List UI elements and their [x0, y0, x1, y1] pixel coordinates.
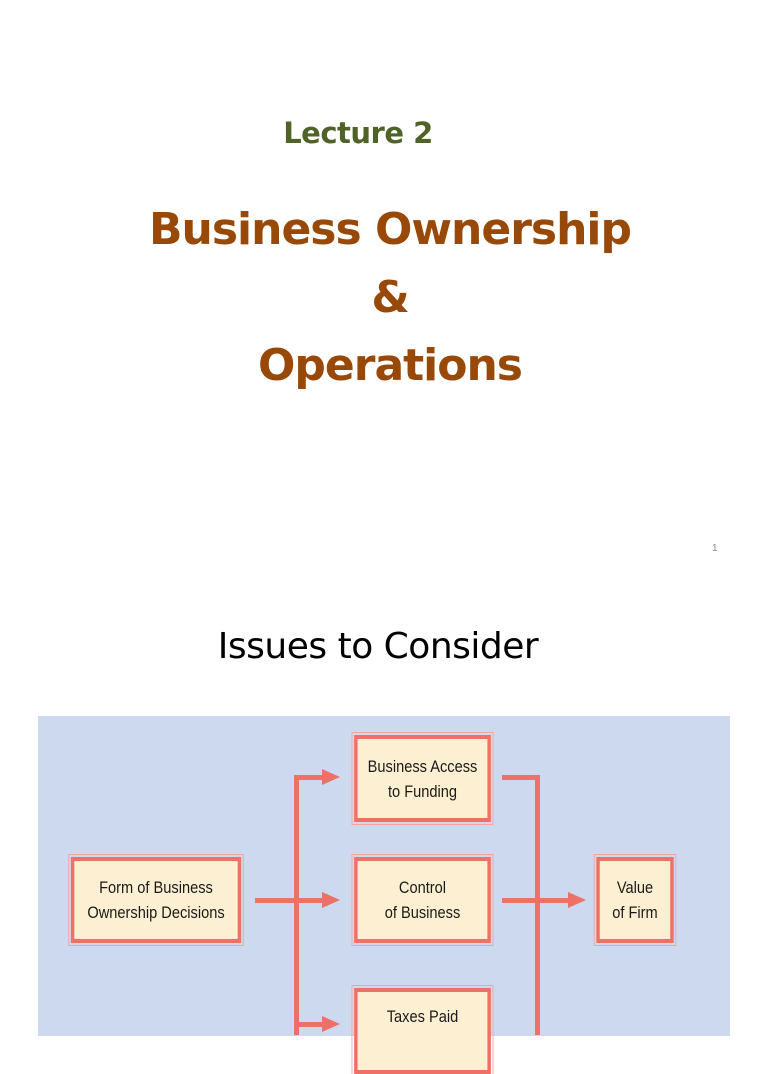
title-slide: Lecture 2 Business Ownership & Operation…	[0, 116, 768, 554]
box-access-to-funding: Business Access to Funding	[351, 732, 494, 825]
box-control: Control of Business	[351, 854, 494, 946]
connector-bottom-left	[294, 1022, 324, 1027]
connector-middle-left	[255, 898, 325, 903]
box-taxes-paid-label: Taxes Paid	[386, 1007, 459, 1026]
box-value-of-firm: Value of Firm	[593, 854, 677, 946]
connector-right-vertical	[535, 775, 540, 1035]
box-control-label: Control of Business	[384, 878, 461, 922]
connector-top-left	[294, 775, 324, 780]
slide-title: Business Ownership & Operations	[0, 196, 768, 400]
arrow-to-taxes	[322, 1016, 340, 1032]
arrow-to-control	[322, 892, 340, 908]
box-access-to-funding-label: Business Access to Funding	[367, 756, 478, 801]
slide-heading: Issues to Consider	[217, 626, 539, 667]
arrow-to-value	[568, 892, 586, 908]
title-line-3: Operations	[258, 340, 523, 391]
title-line-1: Business Ownership	[148, 204, 632, 255]
box-form-of-ownership-label: Form of Business Ownership Decisions	[87, 878, 225, 922]
page-number: 1	[712, 543, 718, 554]
box-value-of-firm-label: Value of Firm	[612, 878, 658, 922]
arrow-to-funding	[322, 769, 340, 785]
box-form-of-ownership: Form of Business Ownership Decisions	[68, 854, 244, 946]
box-taxes-paid: Taxes Paid	[351, 985, 494, 1074]
lecture-label: Lecture 2	[283, 116, 433, 150]
title-line-2: &	[371, 272, 409, 323]
connector-left-vertical	[294, 775, 299, 1035]
connector-middle-right	[502, 898, 570, 903]
connector-top-right	[502, 775, 540, 780]
